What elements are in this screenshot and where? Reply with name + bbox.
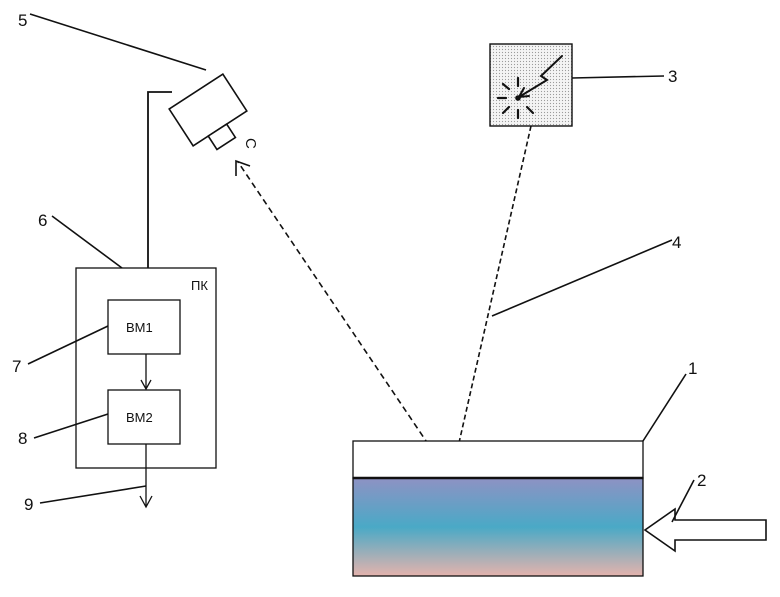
camera-lens-mark: C [242,138,259,149]
label-8: 8 [18,429,27,448]
reflected-beam [238,162,451,478]
camera: C [169,74,259,159]
leader-line-5 [30,14,206,70]
leader-line-9 [40,486,146,503]
leader-line-3 [572,76,664,78]
label-2: 2 [697,471,706,490]
leader-line-6 [52,216,122,268]
label-4: 4 [672,233,681,252]
label-1: 1 [688,359,697,378]
label-5: 5 [18,11,27,30]
incident-beam [451,126,531,478]
tank-air-gap [353,441,643,478]
tank-liquid [353,478,643,576]
label-6: 6 [38,211,47,230]
camera-cable [148,92,172,298]
leader-line-4 [492,240,672,316]
label-3: 3 [668,67,677,86]
label-9: 9 [24,495,33,514]
pc-title: ПК [191,278,208,293]
bm2-label: BM2 [126,410,153,425]
label-7: 7 [12,357,21,376]
hollow-arrow-icon [645,509,766,551]
leader-line-1 [643,374,686,441]
camera-body [169,74,247,146]
leader-line-2 [672,480,694,522]
light-source [490,44,572,126]
bm1-label: BM1 [126,320,153,335]
